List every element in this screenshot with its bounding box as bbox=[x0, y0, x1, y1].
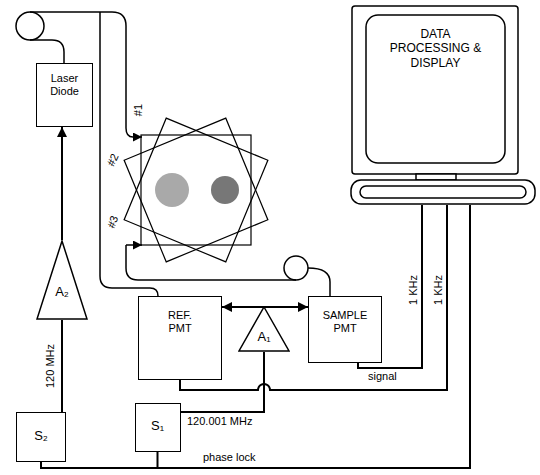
fiber bbox=[100, 12, 158, 296]
node-text: SAMPLE PMT bbox=[318, 309, 372, 335]
sample-square bbox=[124, 118, 268, 262]
monitor-screen bbox=[366, 15, 505, 163]
signal-wire bbox=[181, 352, 265, 412]
edge-label: 120 MHz bbox=[45, 343, 56, 389]
sample-square bbox=[141, 135, 251, 245]
text-holder: A₂ bbox=[36, 284, 88, 300]
signal-wire bbox=[180, 205, 447, 390]
fiber-tip bbox=[126, 244, 142, 246]
keyboard-base bbox=[351, 180, 535, 204]
annotation-label: 1 KHz bbox=[408, 274, 419, 306]
triangle-outline bbox=[36, 240, 88, 320]
sample-squares bbox=[124, 118, 268, 262]
monitor-frame bbox=[352, 6, 518, 174]
text-holder: DATA PROCESSING & DISPLAY bbox=[388, 27, 484, 70]
node-text: REF. PMT bbox=[158, 309, 202, 335]
signal-wire bbox=[61, 127, 63, 240]
fiber bbox=[30, 40, 64, 63]
edge-label: 120.001 MHz bbox=[186, 416, 253, 427]
connectors bbox=[41, 127, 470, 468]
sample-square bbox=[124, 118, 268, 262]
detector-box: SAMPLE PMT bbox=[308, 296, 382, 363]
fiber-loop bbox=[16, 12, 44, 40]
signal-wire bbox=[158, 205, 471, 468]
annotation-label: #1 bbox=[133, 103, 144, 117]
signal-wire bbox=[61, 320, 63, 412]
fiber-loop bbox=[284, 256, 308, 280]
inclusion bbox=[155, 173, 189, 207]
node-text: A₂ bbox=[36, 284, 88, 300]
amplifier-triangle: A₁ bbox=[238, 306, 290, 352]
node-text: S₁ bbox=[140, 418, 176, 434]
optical-fibers bbox=[16, 12, 330, 296]
computer-monitor: DATA PROCESSING & DISPLAY bbox=[350, 5, 536, 205]
fiber bbox=[126, 245, 296, 280]
triangle-outline bbox=[239, 307, 289, 351]
node-text: DATA PROCESSING & DISPLAY bbox=[388, 27, 484, 70]
triangle-outline bbox=[37, 241, 87, 319]
text-holder: A₁ bbox=[238, 329, 290, 345]
signal-wire bbox=[222, 306, 264, 308]
triangle-outline bbox=[238, 306, 290, 352]
signal-wire bbox=[358, 205, 422, 368]
monitor-outline bbox=[350, 5, 536, 205]
annotation-label: #3 bbox=[105, 213, 120, 230]
source-box: S₁ bbox=[135, 403, 181, 452]
node-text: S₂ bbox=[21, 428, 61, 444]
fiber bbox=[308, 268, 330, 296]
signal-wire bbox=[264, 306, 308, 308]
inclusion bbox=[211, 176, 239, 204]
node-text: Laser Diode bbox=[43, 72, 87, 98]
edge-label: signal bbox=[367, 371, 398, 382]
amplifier-triangle: A₂ bbox=[36, 240, 88, 320]
keyboard-slot bbox=[360, 186, 526, 198]
fiber bbox=[30, 12, 142, 137]
annotation-label: 1 KHz bbox=[433, 274, 444, 306]
signal-wire bbox=[41, 205, 470, 468]
laser-box: Laser Diode bbox=[36, 63, 93, 127]
annotation-label: #2 bbox=[105, 151, 121, 169]
edge-label: phase lock bbox=[202, 452, 257, 463]
source-box: S₂ bbox=[16, 412, 66, 462]
detector-box: REF. PMT bbox=[138, 296, 222, 380]
node-text: A₁ bbox=[238, 329, 290, 345]
monitor-neck bbox=[416, 174, 456, 180]
